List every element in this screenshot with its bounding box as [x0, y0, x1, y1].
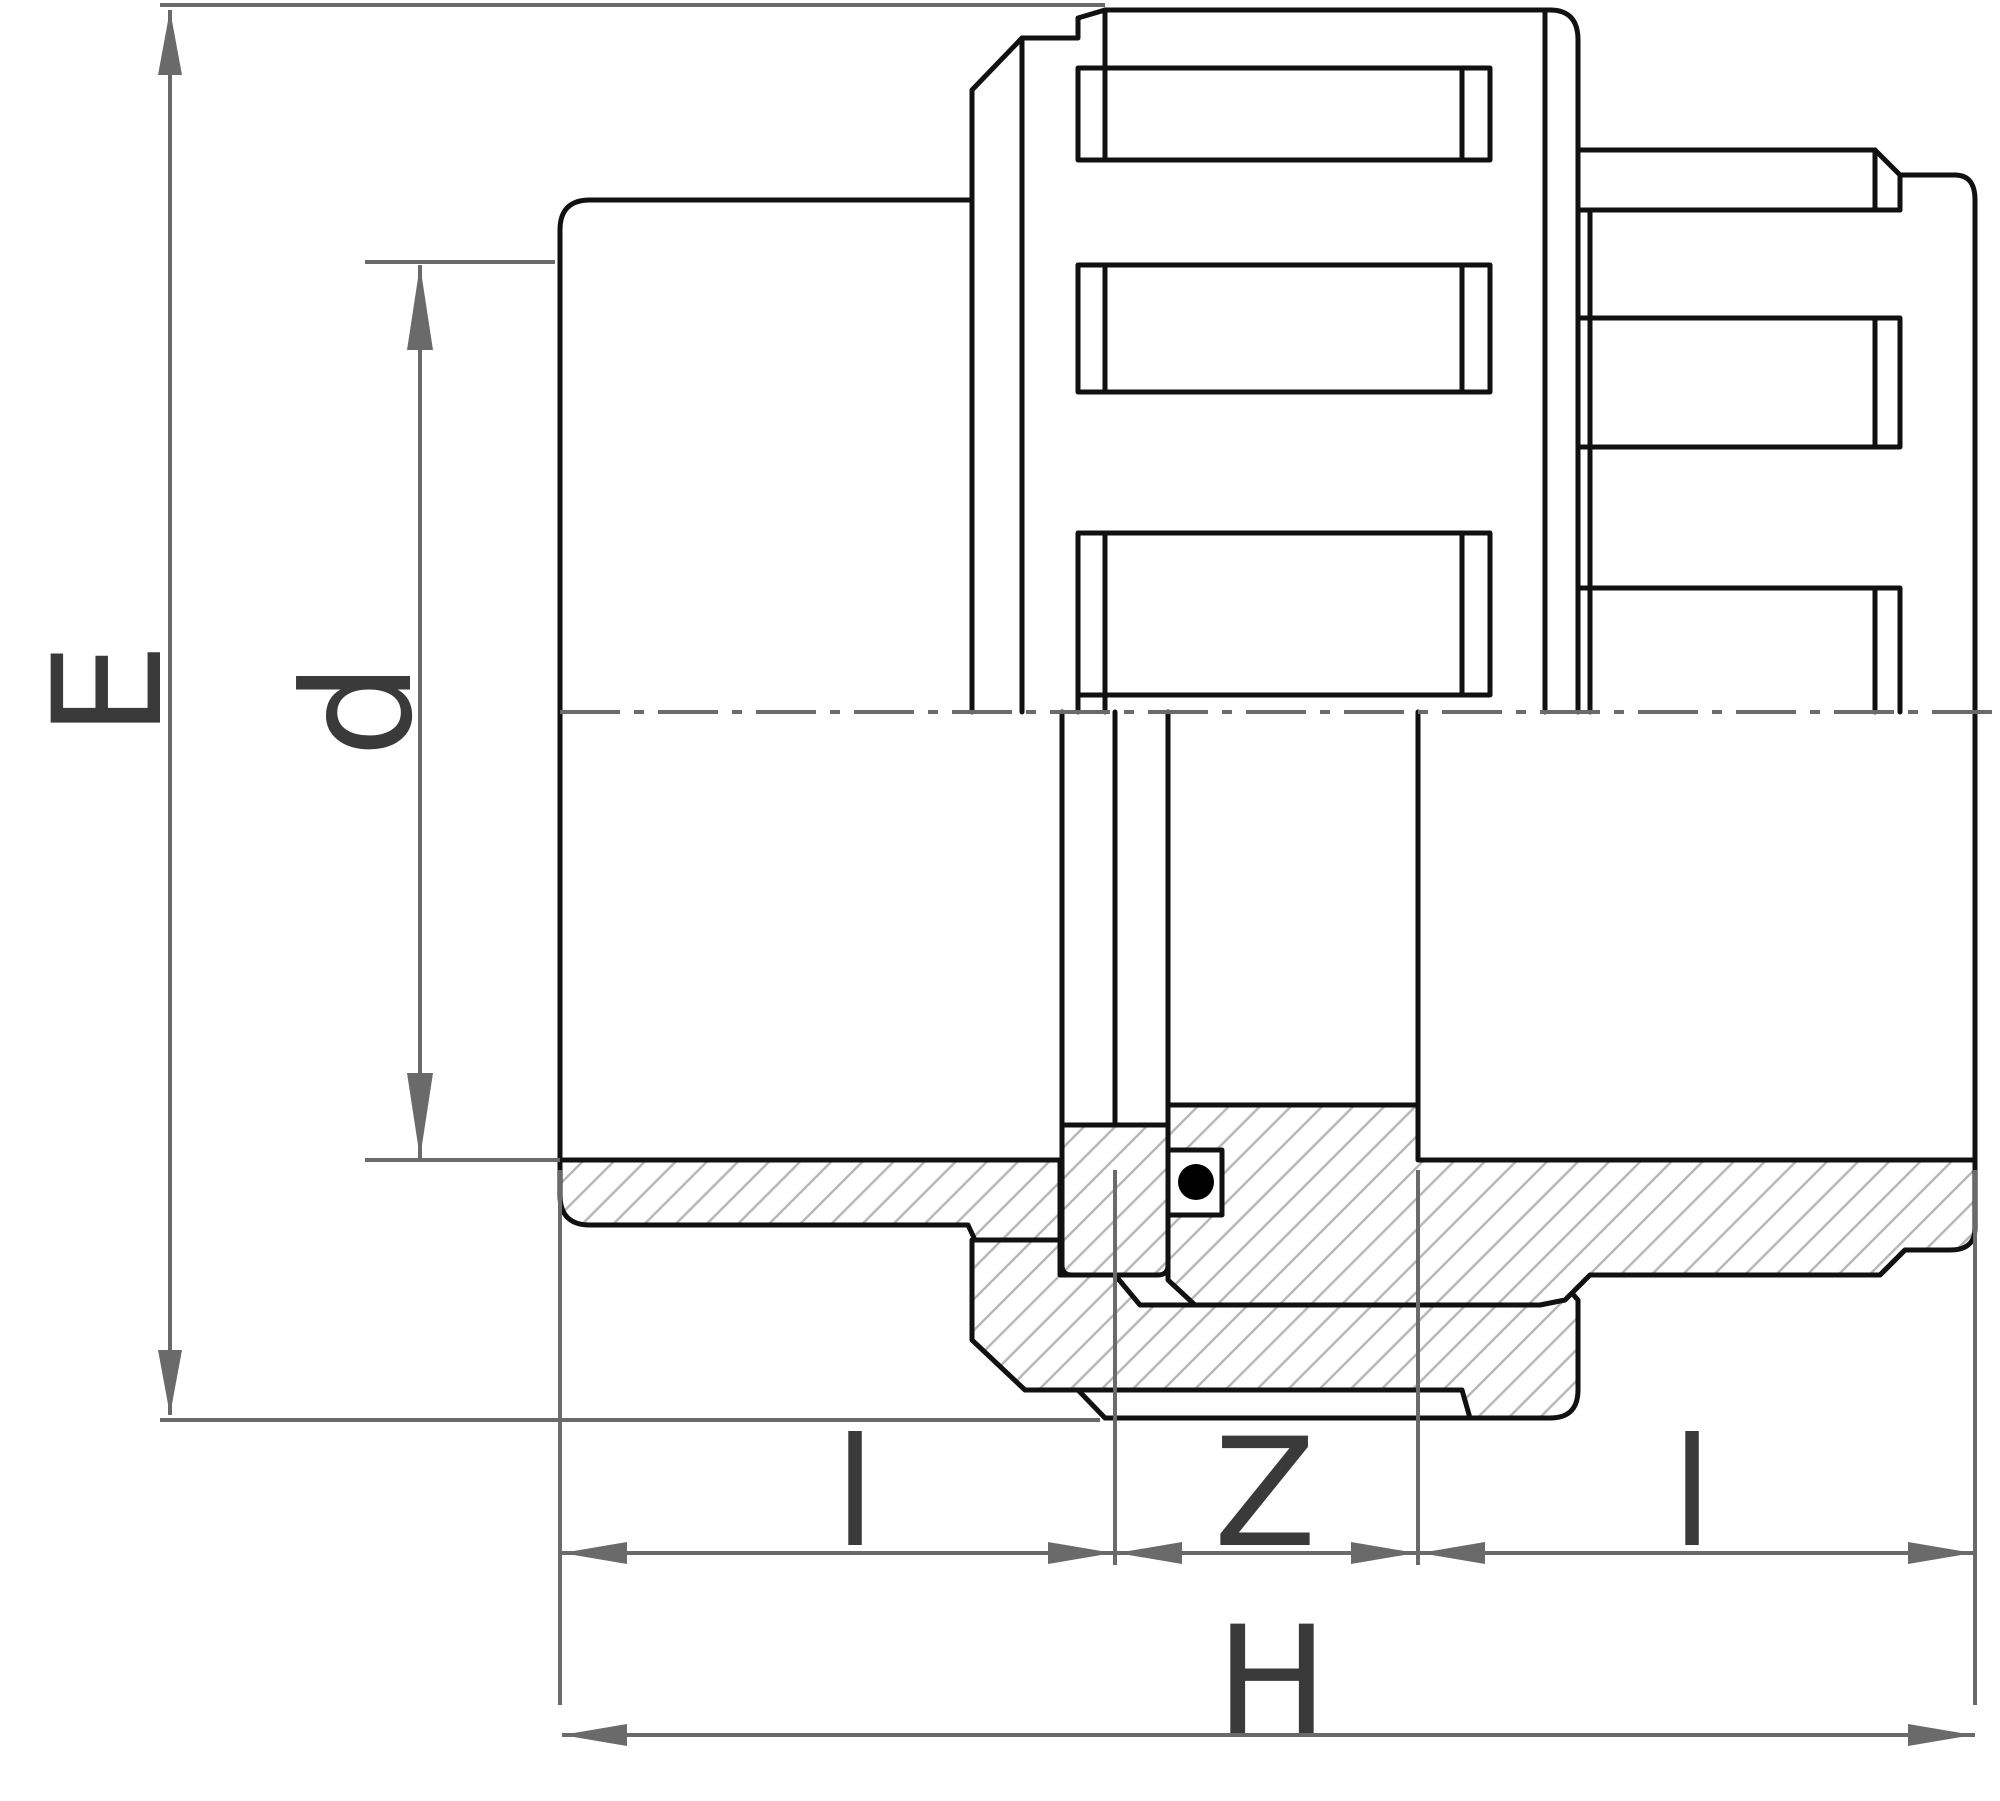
section-left-socket	[557, 1157, 1063, 1243]
label-l-right: l	[1671, 1407, 1713, 1581]
label-l-left: l	[834, 1407, 876, 1581]
o-ring	[1178, 1164, 1214, 1200]
dimension-l-Z-l	[558, 1170, 1977, 1705]
right-threaded-end	[1575, 147, 1978, 1163]
dimension-H	[562, 1724, 1975, 1746]
o-ring-seal	[1165, 1147, 1225, 1218]
section-right-end	[1165, 1102, 1978, 1308]
label-H: H	[1216, 1595, 1329, 1769]
left-socket-body	[557, 197, 975, 1163]
label-E: E	[22, 643, 196, 738]
label-Z: Z	[1214, 1407, 1317, 1581]
union-nut	[969, 7, 1581, 715]
dimension-E	[158, 3, 1105, 1422]
label-d: d	[272, 662, 446, 757]
dimension-d	[365, 260, 560, 1162]
